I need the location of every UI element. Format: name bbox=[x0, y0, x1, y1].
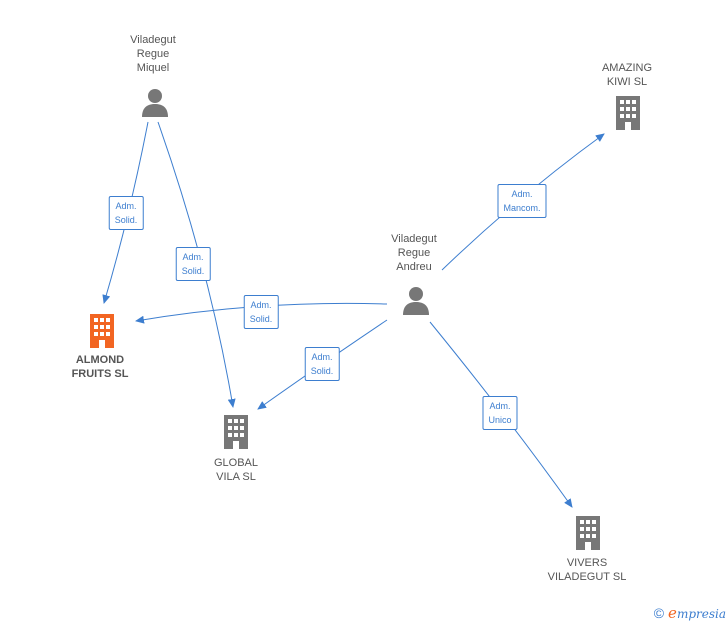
building-icon-highlight[interactable] bbox=[87, 314, 117, 348]
node-label-miquel[interactable]: Viladegut Regue Miquel bbox=[130, 34, 176, 74]
building-icon[interactable] bbox=[573, 516, 603, 550]
edge-label-andreu-vivers: Adm. Unico bbox=[482, 396, 518, 430]
node-label-amazing-kiwi[interactable]: AMAZING KIWI SL bbox=[601, 62, 653, 88]
copyright-icon: © bbox=[653, 605, 665, 621]
edge-label-andreu-global: Adm. Solid. bbox=[304, 347, 340, 381]
node-label-vivers[interactable]: VIVERS VILADEGUT SL bbox=[547, 557, 627, 583]
brand-logo: empresia bbox=[668, 604, 726, 622]
person-icon[interactable] bbox=[140, 88, 170, 118]
building-icon[interactable] bbox=[221, 415, 251, 449]
edge-label-miquel-global: Adm. Solid. bbox=[175, 247, 211, 281]
watermark: © empresia bbox=[654, 604, 726, 622]
edge-label-andreu-almond: Adm. Solid. bbox=[243, 295, 279, 329]
edge-label-miquel-almond: Adm. Solid. bbox=[108, 196, 144, 230]
node-label-andreu[interactable]: Viladegut Regue Andreu bbox=[391, 233, 437, 273]
building-icon[interactable] bbox=[613, 96, 643, 130]
node-label-almond-fruits[interactable]: ALMOND FRUITS SL bbox=[71, 354, 129, 380]
edge-label-andreu-amazing: Adm. Mancom. bbox=[497, 184, 547, 218]
person-icon[interactable] bbox=[401, 286, 431, 316]
node-label-global-vila[interactable]: GLOBAL VILA SL bbox=[213, 457, 259, 483]
